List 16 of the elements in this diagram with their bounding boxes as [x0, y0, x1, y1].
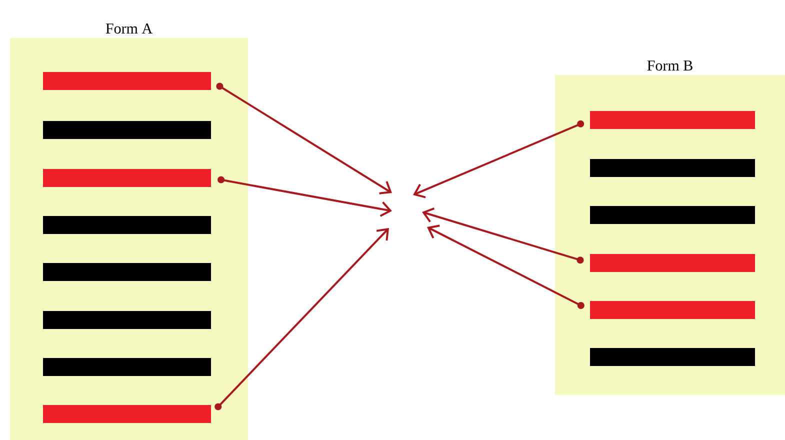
- bar: [43, 405, 211, 423]
- bar: [43, 169, 211, 187]
- bar: [590, 348, 755, 366]
- node-label: Form A: [106, 24, 152, 34]
- bar: [590, 254, 755, 272]
- bar: [590, 159, 755, 177]
- bar: [43, 358, 211, 376]
- bar: [590, 111, 755, 129]
- bar: [590, 206, 755, 224]
- bar: [43, 216, 211, 234]
- bar: [43, 121, 211, 139]
- bar: [43, 72, 211, 90]
- bar: [43, 311, 211, 329]
- node-label: Form B: [647, 60, 692, 71]
- bar: [43, 263, 211, 281]
- bar: [590, 301, 755, 319]
